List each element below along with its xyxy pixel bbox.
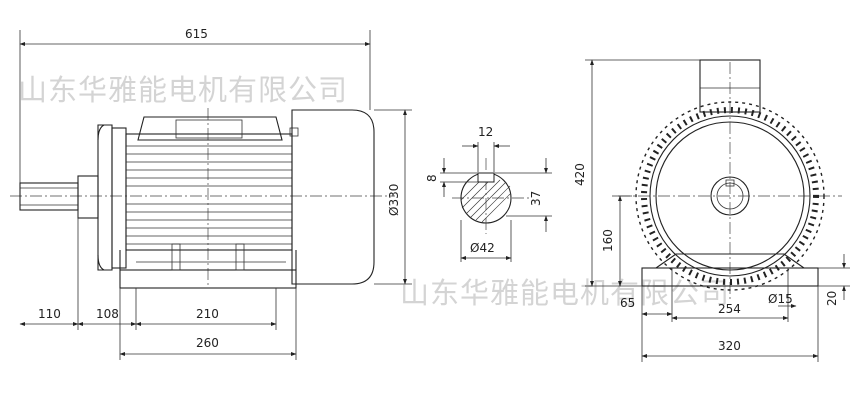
side-view: 615 [10,27,412,360]
dim-center-height: 160 [601,229,615,252]
cooling-fins [126,145,292,245]
shaft-end [710,176,750,216]
end-view: 420 160 65 254 Ø15 20 320 [573,59,850,362]
dim-key-width: 12 [478,125,493,139]
shaft-section: 12 8 37 Ø42 [425,125,552,262]
dim-shaft-to-foot: 108 [96,307,119,321]
dim-overall-width: 320 [718,339,741,353]
dim-foot-hole-spacing: 210 [196,307,219,321]
watermark-top: 山东华雅能电机有限公司 [18,73,348,107]
dim-foot-thickness: 20 [825,291,839,306]
motor-body [125,133,293,251]
terminal-box [137,116,283,141]
dim-foot-hole-spacing-end: 254 [718,302,741,316]
dim-shaft-length: 110 [38,307,61,321]
dim-overall-height: 420 [573,163,587,186]
dim-diameter: Ø330 [387,184,401,216]
dim-foot-length: 260 [196,336,219,350]
dim-overall-length: 615 [185,27,208,41]
fin-ring [635,101,825,291]
dim-shaft-diameter: Ø42 [470,241,495,255]
dim-key-depth: 8 [425,174,439,182]
dim-shaft-height: 37 [529,191,543,206]
dim-foot-edge: 65 [620,296,635,310]
shaft [19,182,79,211]
watermark-bottom: 山东华雅能电机有限公司 [400,276,730,310]
dim-foot-hole-diameter: Ø15 [768,292,793,306]
terminal-box-top [699,59,761,113]
motor-foot [119,269,297,289]
fan-cover [291,109,375,285]
